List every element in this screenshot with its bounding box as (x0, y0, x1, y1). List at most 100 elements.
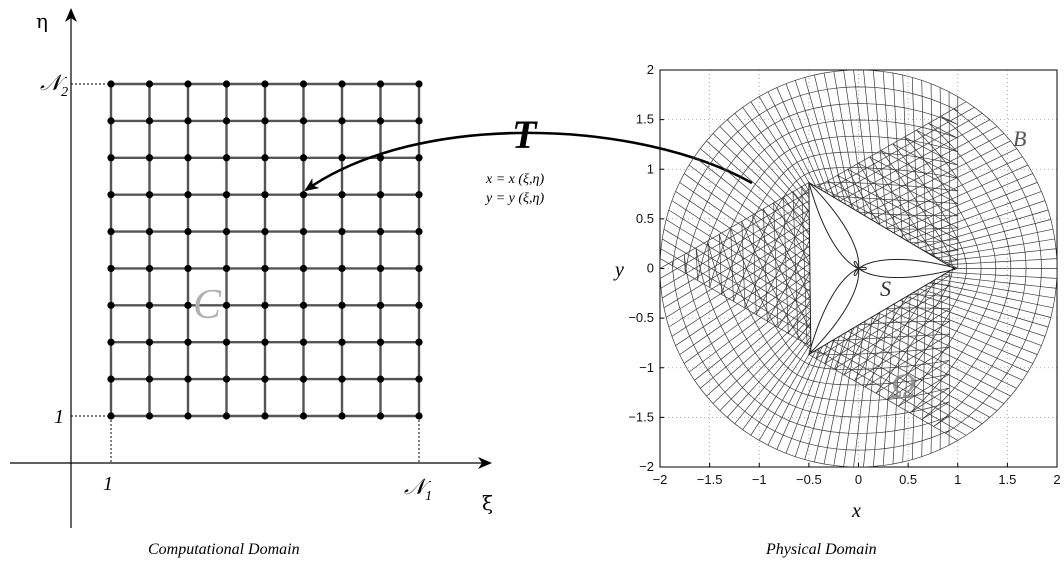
mesh-spoke (939, 264, 943, 450)
mesh-spoke (930, 83, 935, 274)
grid-node (145, 154, 154, 162)
n1-label: 𝒩1 (404, 474, 432, 504)
grid-node (338, 375, 346, 383)
mesh-spoke (810, 101, 967, 191)
y-tick-label: 0 (647, 261, 654, 276)
grid-node (222, 412, 231, 420)
grid-node (261, 227, 269, 236)
grid-node (184, 264, 192, 273)
x-tick-label: 1 (954, 472, 961, 487)
grid-node (222, 227, 231, 236)
grid-node (338, 117, 346, 125)
mesh-spoke (939, 87, 943, 273)
grid-node (338, 412, 346, 420)
grid-node (299, 191, 308, 199)
grid-node (107, 80, 115, 88)
grid-node (107, 191, 115, 199)
grid-node (415, 338, 423, 346)
y-tick-label: −0.5 (628, 310, 654, 325)
grid-node (145, 301, 154, 309)
grid-node (376, 227, 385, 236)
grid-node (145, 412, 154, 420)
x-tick-label: −1.5 (697, 472, 723, 487)
grid-node (184, 227, 192, 236)
body-s-label: S (880, 276, 891, 301)
grid-node (261, 264, 269, 273)
mesh-spoke (662, 199, 826, 299)
mesh-spoke (810, 346, 967, 436)
grid-node (107, 154, 115, 162)
grid-node (184, 301, 192, 309)
grid-node (184, 191, 192, 199)
y-tick-label: 2 (647, 62, 654, 77)
y-tick-label: 0.5 (636, 211, 654, 226)
grid-node (415, 301, 423, 309)
mesh-spoke (660, 193, 821, 289)
y-tick-label: −2 (639, 459, 654, 474)
grid-node (261, 191, 269, 199)
mesh-spoke (815, 113, 983, 206)
x-tick-label: 1.5 (998, 472, 1016, 487)
y-tick-label: −1.5 (628, 409, 654, 424)
y-tick-label: 1 (647, 161, 654, 176)
n2-label: 𝒩2 (40, 70, 68, 100)
computational-grid (107, 80, 423, 420)
physical-mesh (660, 70, 1057, 467)
mapping-symbol: T (512, 112, 538, 157)
grid-node (145, 338, 154, 346)
grid-node (184, 117, 192, 125)
grid-node (376, 80, 385, 88)
grid-node (299, 154, 308, 162)
grid-node (222, 375, 231, 383)
x-one-label: 1 (103, 473, 113, 495)
grid-node (299, 338, 308, 346)
grid-node (376, 191, 385, 199)
domain-omega-label: Ω (890, 366, 916, 406)
grid-node (299, 264, 308, 273)
grid-node (222, 191, 231, 199)
grid-node (261, 117, 269, 125)
mapping-eq-x: x = x (ξ,η) (485, 172, 544, 187)
grid-node (376, 412, 385, 420)
grid-node (338, 227, 346, 236)
grid-node (145, 227, 154, 236)
boundary-b-label: B (1013, 126, 1026, 151)
grid-node (107, 264, 115, 273)
mapping: T x = x (ξ,η) y = y (ξ,η) (304, 112, 753, 206)
grid-node (415, 117, 423, 125)
mesh-spoke (660, 188, 815, 279)
mesh-spoke (808, 354, 958, 441)
grid-node (222, 301, 231, 309)
grid-node (338, 191, 346, 199)
x-tick-label: 0 (855, 472, 862, 487)
mesh-spoke (660, 248, 821, 344)
computational-caption: Computational Domain (148, 541, 300, 558)
grid-node (184, 154, 192, 162)
grid-node (107, 412, 115, 420)
physical-caption: Physical Domain (765, 541, 877, 558)
x-tick-label: −0.5 (796, 472, 822, 487)
grid-node (184, 412, 192, 420)
region-c-label: C (193, 282, 222, 328)
grid-node (415, 412, 423, 420)
grid-node (107, 338, 115, 346)
grid-node (145, 264, 154, 273)
x-tick-label: −1 (752, 472, 767, 487)
grid-node (376, 264, 385, 273)
grid-node (415, 80, 423, 88)
grid-node (107, 117, 115, 125)
grid-node (415, 191, 423, 199)
mesh-spoke (813, 338, 975, 430)
grid-node (299, 227, 308, 236)
x-tick-label: 2 (1053, 472, 1060, 487)
grid-node (222, 264, 231, 273)
y-tick-label: −1 (639, 360, 654, 375)
grid-node (261, 80, 269, 88)
grid-node (415, 375, 423, 383)
grid-node (338, 80, 346, 88)
grid-node (222, 154, 231, 162)
grid-node (107, 375, 115, 383)
grid-node (222, 338, 231, 346)
